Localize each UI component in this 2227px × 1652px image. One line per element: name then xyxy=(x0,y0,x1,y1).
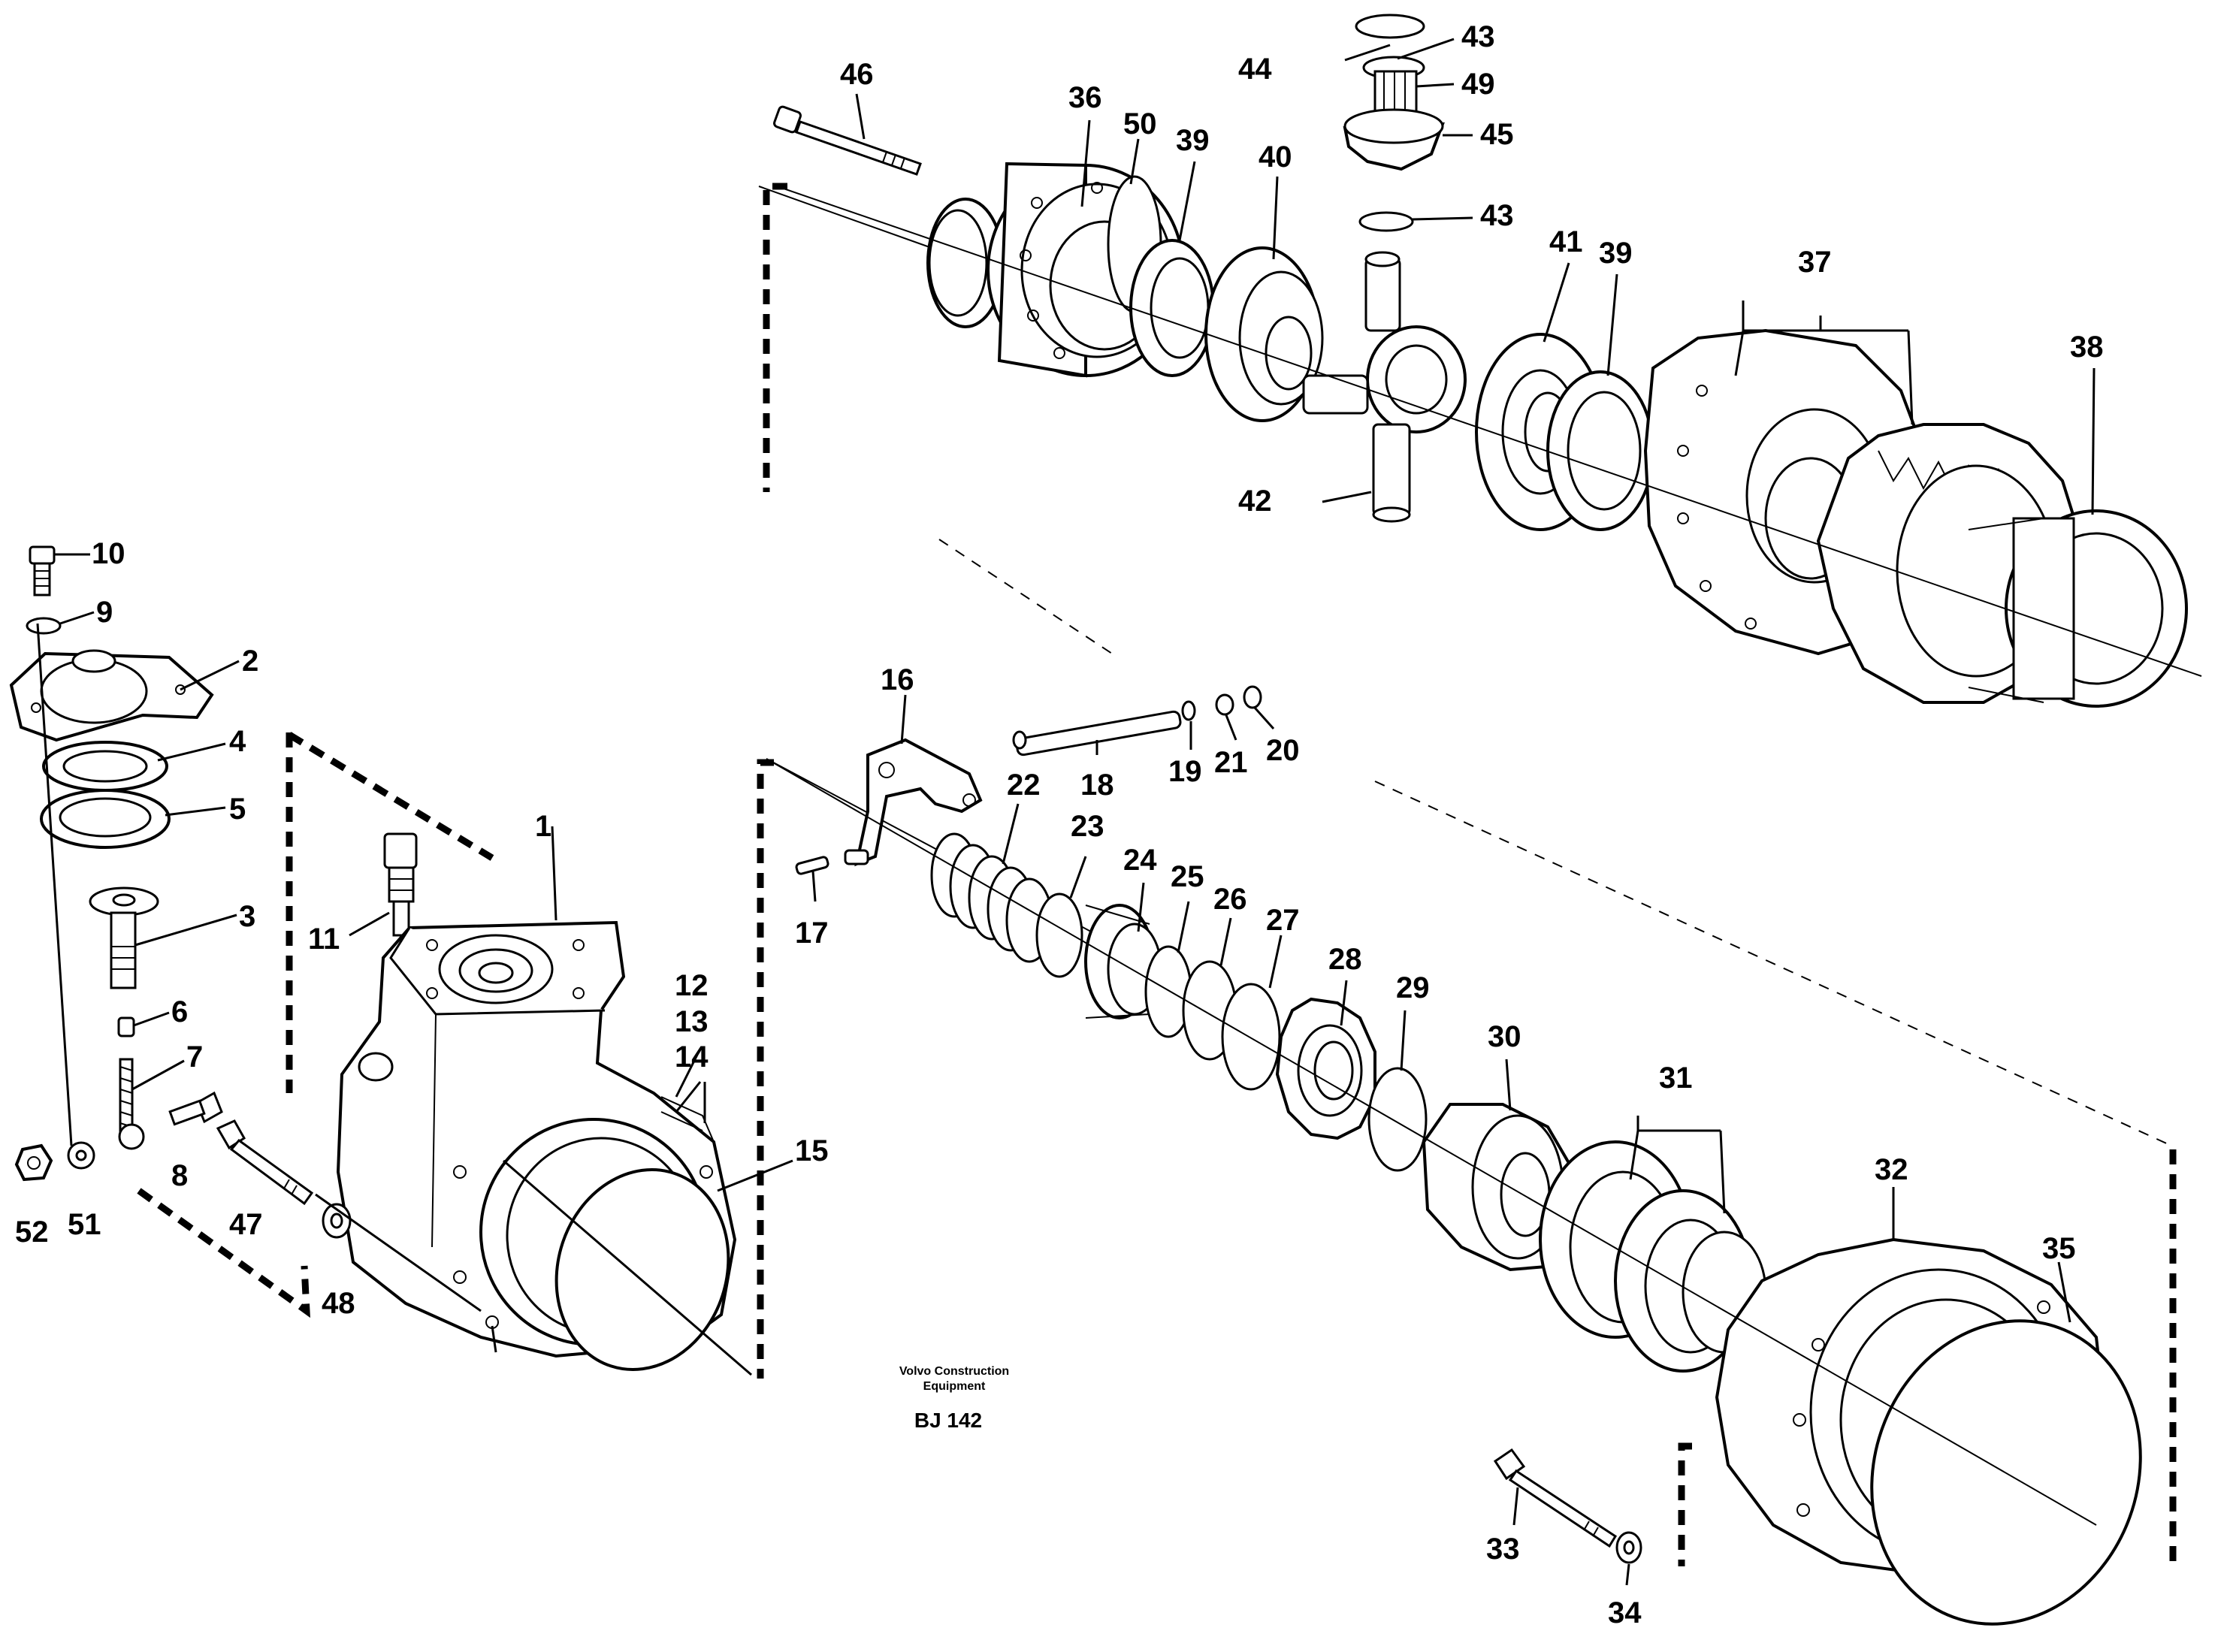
part-9-washer xyxy=(26,617,62,635)
callout-45: 45 xyxy=(1480,118,1514,151)
part-11-sensor xyxy=(383,832,418,937)
callout-21: 21 xyxy=(1214,746,1248,779)
callout-49: 49 xyxy=(1461,68,1495,101)
part-23-snap-ring xyxy=(1035,892,1083,978)
part-28-dog-clutch xyxy=(1275,997,1376,1140)
callout-35: 35 xyxy=(2042,1232,2076,1265)
drawing-code: BJ 142 xyxy=(914,1409,982,1432)
part-15-o-ring xyxy=(554,1168,730,1371)
part-29-ring xyxy=(1367,1067,1428,1172)
callout-39-left: 39 xyxy=(1176,124,1210,157)
callout-36: 36 xyxy=(1068,81,1102,114)
callout-14: 14 xyxy=(675,1040,709,1074)
callout-29: 29 xyxy=(1396,971,1430,1004)
callout-41: 41 xyxy=(1549,225,1583,258)
callout-20: 20 xyxy=(1266,734,1300,767)
callout-9: 9 xyxy=(96,596,113,629)
callout-2: 2 xyxy=(242,645,258,678)
callout-6: 6 xyxy=(171,995,188,1028)
callout-28: 28 xyxy=(1328,943,1362,976)
part-39-bearing-right xyxy=(1546,370,1654,531)
credit-line-2: Equipment xyxy=(923,1380,986,1393)
callout-27: 27 xyxy=(1266,904,1300,937)
callout-46: 46 xyxy=(840,58,874,91)
part-42-spider-shaft xyxy=(1302,251,1467,523)
part-4-bearing xyxy=(42,741,168,792)
callout-1: 1 xyxy=(535,810,551,843)
callout-39-right: 39 xyxy=(1599,237,1633,270)
part-46-bolt xyxy=(773,105,922,176)
callout-44: 44 xyxy=(1238,53,1272,86)
part-10-screw xyxy=(29,545,56,596)
callout-31: 31 xyxy=(1659,1062,1693,1095)
part-18-rod xyxy=(1012,710,1182,757)
callout-34: 34 xyxy=(1608,1596,1642,1629)
callout-42: 42 xyxy=(1238,485,1272,518)
part-19-ring xyxy=(1181,700,1196,721)
callout-10: 10 xyxy=(92,537,125,570)
callout-labels: 1 2 3 4 5 6 7 8 9 10 11 12 13 14 15 16 1… xyxy=(15,20,2104,1629)
callout-51: 51 xyxy=(68,1208,101,1241)
callout-13: 13 xyxy=(675,1005,709,1038)
assembly-boundary-lines xyxy=(137,183,2177,1566)
callout-32: 32 xyxy=(1875,1153,1908,1186)
part-52-nut xyxy=(14,1143,53,1182)
part-8-bolt xyxy=(168,1091,223,1126)
callout-24: 24 xyxy=(1123,844,1157,877)
part-45-pinion-gear xyxy=(1343,108,1445,171)
callout-52: 52 xyxy=(15,1216,49,1249)
callout-43-lower: 43 xyxy=(1480,199,1514,232)
part-44-washer xyxy=(1355,14,1425,39)
part-6-plug xyxy=(117,1016,135,1037)
part-38-bearing xyxy=(1968,509,2188,708)
callout-4: 4 xyxy=(229,725,246,758)
callout-3: 3 xyxy=(239,900,255,933)
publisher-credit: Volvo Construction Equipment BJ 142 xyxy=(899,1365,1009,1432)
callout-11: 11 xyxy=(308,923,340,956)
part-7-spring xyxy=(119,1058,134,1132)
callout-50: 50 xyxy=(1123,107,1157,140)
callout-23: 23 xyxy=(1071,810,1104,843)
callout-47: 47 xyxy=(229,1208,263,1241)
part-3-shaft xyxy=(89,886,159,989)
part-21-ring xyxy=(1215,693,1234,716)
callout-26: 26 xyxy=(1213,883,1247,916)
part-39-bearing-left xyxy=(1129,239,1215,377)
callout-8: 8 xyxy=(171,1159,188,1192)
callout-30: 30 xyxy=(1488,1020,1521,1053)
callout-25: 25 xyxy=(1171,860,1204,893)
housing-assembly xyxy=(9,545,793,1376)
part-5-seal-ring xyxy=(40,789,171,849)
callout-48: 48 xyxy=(322,1287,355,1320)
callout-15: 15 xyxy=(795,1134,829,1167)
part-48-washer xyxy=(322,1203,352,1239)
part-17-pin xyxy=(795,849,869,875)
part-33-bolt xyxy=(1493,1448,1618,1548)
callout-7: 7 xyxy=(186,1040,203,1074)
part-27-ring xyxy=(1221,983,1281,1091)
callout-16: 16 xyxy=(881,663,914,696)
callout-33: 33 xyxy=(1486,1533,1520,1566)
differential-assembly xyxy=(773,14,2202,708)
callout-5: 5 xyxy=(229,793,246,826)
part-43-washer-lower xyxy=(1358,211,1414,232)
part-20-ring xyxy=(1243,685,1262,709)
callout-22: 22 xyxy=(1007,769,1041,802)
part-47-bolt xyxy=(216,1119,314,1206)
part-51-washer xyxy=(67,1141,95,1170)
callout-43-top: 43 xyxy=(1461,20,1495,53)
callout-12: 12 xyxy=(675,969,709,1002)
part-34-washer xyxy=(1615,1531,1642,1564)
callout-19: 19 xyxy=(1168,755,1202,788)
callout-38: 38 xyxy=(2070,331,2104,364)
credit-line-1: Volvo Construction xyxy=(899,1365,1009,1378)
part-22-spring xyxy=(930,832,1053,963)
callout-37: 37 xyxy=(1798,246,1832,279)
callout-40: 40 xyxy=(1259,140,1292,174)
callout-17: 17 xyxy=(795,917,829,950)
lock-assembly xyxy=(766,685,2142,1626)
callout-18: 18 xyxy=(1080,769,1114,802)
